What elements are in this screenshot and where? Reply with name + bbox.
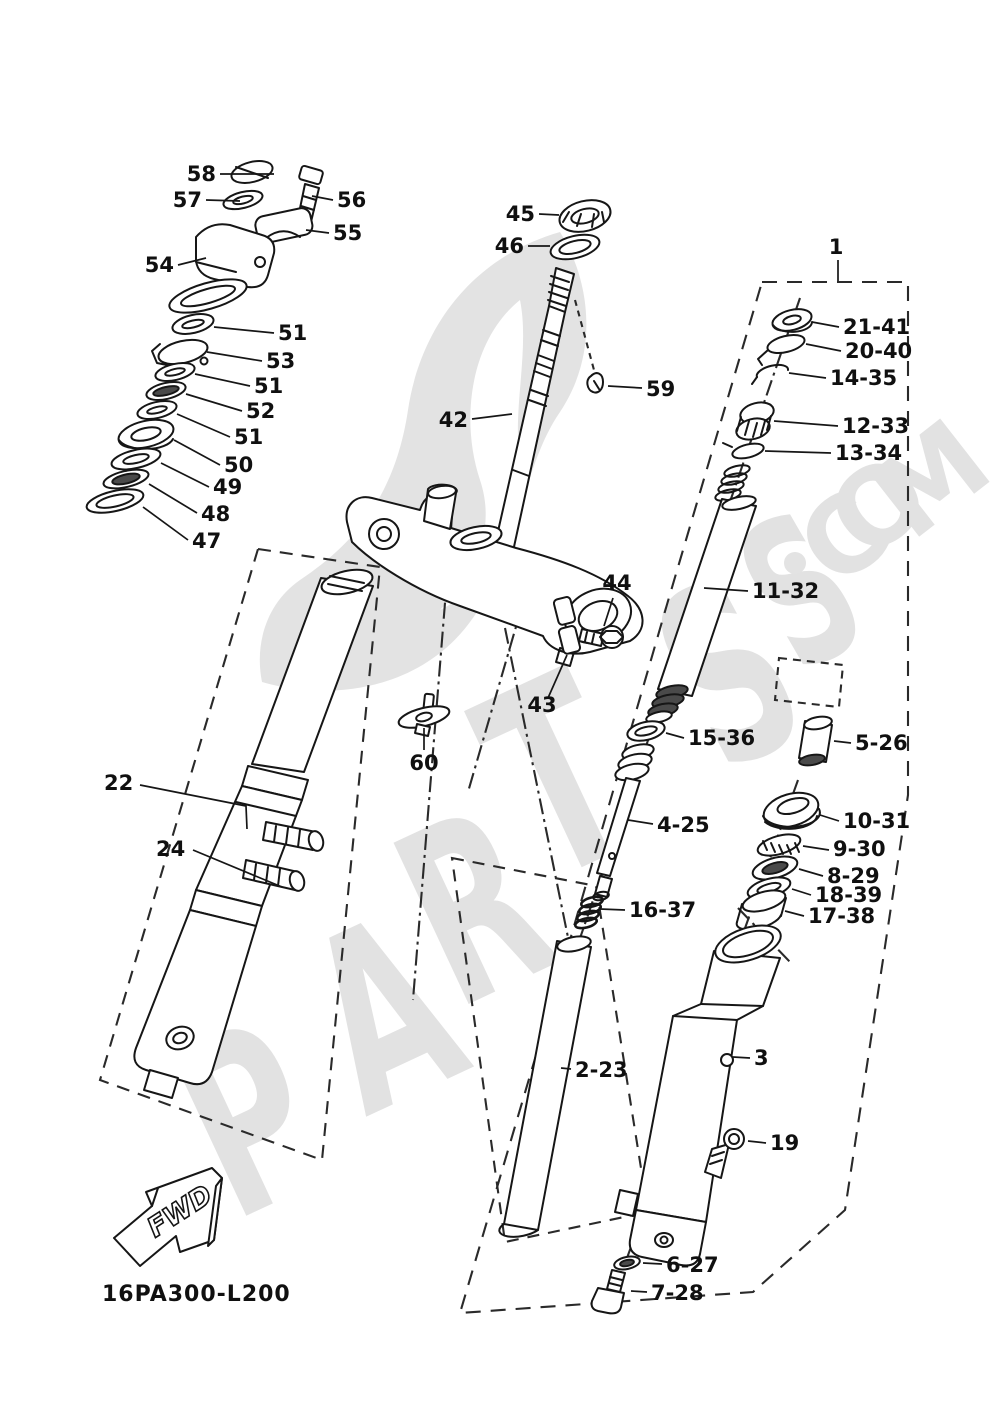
part-label: 43 [527, 693, 556, 717]
part-7-28-bolt [590, 1269, 626, 1315]
part-5-26-collar [798, 715, 833, 767]
part-label: 8-29 [827, 864, 880, 888]
part-label: 51 [278, 321, 307, 345]
part-label: 17-38 [808, 904, 875, 928]
pin-link-line [573, 299, 596, 371]
part-label: 59 [646, 377, 675, 401]
part-20-40-washer [757, 333, 806, 366]
part-11-32-inner-tube-spring [645, 464, 757, 724]
part-14-35-clip [751, 363, 789, 385]
part-label: 45 [506, 202, 535, 226]
part-label: 42 [439, 408, 468, 432]
part-45-bearing-ring [558, 199, 612, 233]
part-label: 2-23 [575, 1058, 628, 1082]
part-label: 22 [104, 771, 133, 795]
part-label: 52 [246, 399, 275, 423]
part-label: 5-26 [855, 731, 908, 755]
part-label: 19 [770, 1131, 799, 1155]
part-21-41-cap [771, 308, 813, 333]
part-58-nut [230, 160, 274, 184]
axis-line [503, 627, 575, 963]
part-51-washer [154, 361, 196, 383]
part-label: 7-28 [651, 1281, 704, 1305]
part-label: 57 [173, 188, 202, 212]
part-label: 20-40 [845, 339, 912, 363]
part-9-30-spring-washer [756, 833, 802, 857]
part-15-36-ring [626, 720, 666, 742]
part-label: 53 [266, 349, 295, 373]
part-label: 14-35 [830, 366, 897, 390]
part-label: 51 [254, 374, 283, 398]
part-52-bearing [145, 380, 187, 402]
part-label: 48 [201, 502, 230, 526]
part-label: 54 [145, 253, 174, 277]
watermark-period [784, 552, 806, 574]
part-label: 51 [234, 425, 263, 449]
part-51-washer [136, 399, 178, 421]
part-label: 1 [829, 235, 844, 259]
part-label: 13-34 [835, 441, 902, 465]
part-label: 18-39 [815, 883, 882, 907]
part-54-lower-holder [168, 223, 276, 314]
part-2-23-inner-tube [498, 935, 592, 1238]
part-label: 3 [754, 1046, 769, 1070]
part-59-pin [586, 372, 604, 394]
part-label: 21-41 [843, 315, 910, 339]
part-50-race [117, 418, 175, 451]
part-44-bolt [578, 625, 624, 649]
part-12-33-spring-seat [735, 401, 775, 441]
part-label: 46 [495, 234, 524, 258]
fwd-arrow [113, 1167, 223, 1267]
part-13-34-clip [722, 442, 765, 460]
part-label: 50 [224, 453, 253, 477]
leader-lines [139, 173, 852, 1293]
part-60-screw [397, 692, 451, 737]
part-label: 47 [192, 529, 221, 553]
part-16-37-rebound-spring [573, 895, 605, 930]
part-labels: 58 57 56 55 54 51 53 51 52 51 50 49 48 4… [104, 162, 912, 1305]
part-label: 49 [213, 475, 242, 499]
collar-box [773, 656, 845, 709]
part-label: 6-27 [666, 1253, 719, 1277]
part-6-27-washer [613, 1255, 641, 1271]
part-label: 10-31 [843, 809, 910, 833]
watermark-dot-small [537, 753, 559, 775]
part-10-31-cap [762, 791, 821, 830]
part-57-washer [222, 189, 264, 211]
part-label: 12-33 [842, 414, 909, 438]
part-label: 4-25 [657, 813, 710, 837]
part-label: 58 [187, 162, 216, 186]
drawing-code: 16PA300-L200 [102, 1282, 291, 1307]
part-43-clamp-piece [552, 596, 582, 655]
part-label: 44 [602, 571, 631, 595]
part-48-bearing [102, 468, 150, 490]
part-51-washer [171, 313, 215, 335]
part-17-38-collar [735, 889, 787, 931]
part-22-24-fork-leg [133, 568, 374, 1099]
part-label: 56 [337, 188, 366, 212]
part-47-race [85, 488, 145, 514]
part-8-29-seal [751, 855, 799, 881]
part-49-race [110, 447, 162, 471]
axis-line [466, 605, 524, 793]
part-label: 60 [409, 751, 438, 775]
part-55-upper-holder [254, 207, 314, 244]
part-label: 15-36 [688, 726, 755, 750]
part-label: 9-30 [833, 837, 886, 861]
part-label: 11-32 [752, 579, 819, 603]
part-label: 55 [333, 221, 362, 245]
part-19-bolt [704, 1128, 745, 1179]
part-label: 16-37 [629, 898, 696, 922]
fork-assembly-box [458, 280, 910, 1315]
part-4-25-damper-rod [592, 743, 655, 902]
part-label: 24 [156, 837, 185, 861]
part-3-outer-tube [614, 924, 782, 1267]
part-46-ring [549, 233, 601, 261]
